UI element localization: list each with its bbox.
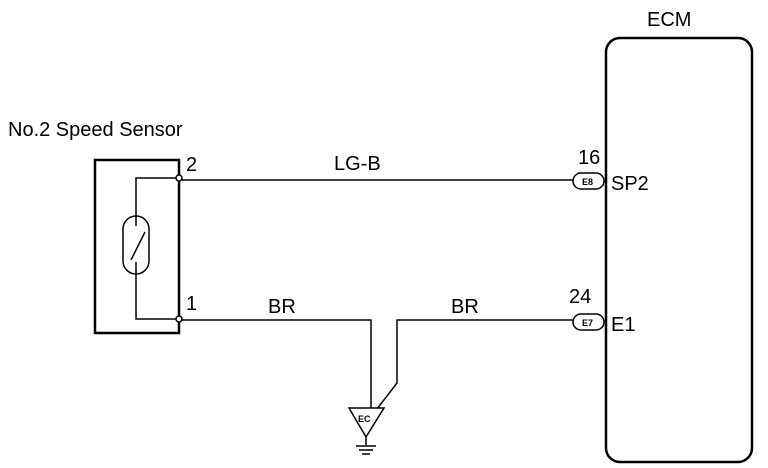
sensor-label: No.2 Speed Sensor — [8, 119, 183, 141]
ecm-pin-e1-name: E1 — [611, 314, 635, 336]
ecm-pin-sp2-name: SP2 — [611, 173, 649, 195]
ground-wire-left — [182, 319, 372, 409]
sensor-pin1-number: 1 — [186, 293, 197, 315]
signal-wire-color: LG-B — [334, 153, 381, 175]
ecm-label: ECM — [647, 9, 691, 31]
ground-wire-right — [376, 319, 574, 410]
ground-symbol-triangle — [347, 407, 386, 439]
ecm-pin24-number: 24 — [569, 286, 591, 308]
ecm-pin16-number: 16 — [578, 147, 600, 169]
ground-symbol-label: EC — [358, 414, 371, 424]
sensor-inner-wire — [135, 177, 179, 320]
reed-switch-gap — [131, 226, 141, 262]
reed-switch-body — [122, 215, 150, 275]
reed-switch-contact — [130, 231, 146, 261]
connector-e8-oval — [572, 172, 605, 190]
sensor-pin2-number: 2 — [186, 154, 197, 176]
ecm-box — [604, 36, 754, 464]
connector-e7-label: E7 — [582, 318, 593, 328]
ground-wire-right-color: BR — [451, 296, 479, 318]
sensor-pin1-terminal — [175, 315, 183, 323]
sensor-pin2-terminal — [175, 174, 183, 182]
connector-e8-label: E8 — [582, 177, 593, 187]
ground-wire-left-color: BR — [268, 296, 296, 318]
sensor-box — [93, 158, 181, 335]
connector-e7-oval — [572, 313, 605, 331]
